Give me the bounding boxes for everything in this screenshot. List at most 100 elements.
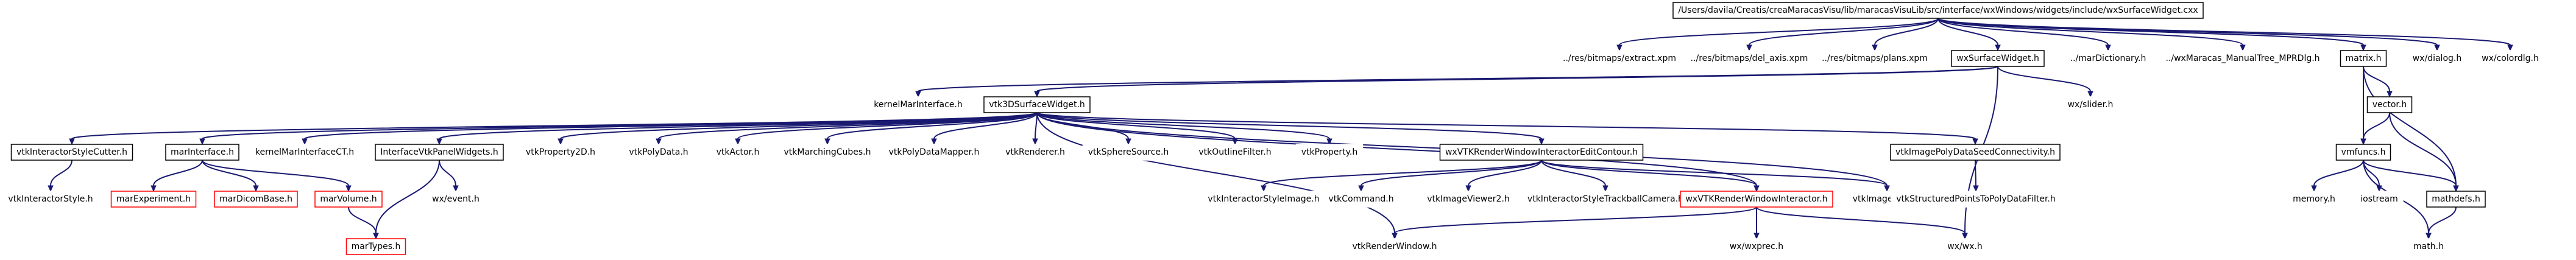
edge-wxVTKRWIEditContour-to-vtkImageData bbox=[1541, 160, 1888, 186]
node-label-marDictionary: ../marDictionary.h bbox=[2070, 54, 2146, 63]
node-box-vtkCommand bbox=[1323, 191, 1399, 208]
edge-vmfuncs-to-memory bbox=[2313, 160, 2364, 186]
node-box-marInterface bbox=[165, 144, 239, 161]
node-label-marTypes: marTypes.h bbox=[352, 242, 401, 251]
node-vtkRenderWindow: vtkRenderWindow.h bbox=[1346, 238, 1443, 255]
node-label-InterfaceVtkPanelWidgets: InterfaceVtkPanelWidgets.h bbox=[380, 147, 498, 157]
node-marInterface[interactable]: marInterface.h bbox=[165, 144, 239, 161]
arrowhead-marInterface-to-marVolume bbox=[345, 185, 352, 192]
node-box-marExperiment bbox=[110, 191, 197, 208]
node-box-wxdialog bbox=[2407, 50, 2468, 67]
arrowhead-vector-to-vmfuncs bbox=[2360, 138, 2366, 146]
arrowhead-wxVTKRWIEditContour-to-vtkImageData bbox=[1884, 185, 1890, 192]
arrowhead-vtk3DSurfaceWidget-to-vtkRenderer bbox=[1032, 138, 1038, 146]
arrowhead-wxVTKRWIEditContour-to-vtkInteractorStyleImage bbox=[1261, 185, 1267, 192]
node-label-wxVTKRWIEditContour: wxVTKRenderWindowInteractorEditContour.h bbox=[1445, 147, 1638, 157]
arrowhead-vtk3DSurfaceWidget-to-wxVTKRWIEditContour bbox=[1538, 138, 1545, 146]
arrowhead-vtk3DSurfaceWidget-to-vtkProperty bbox=[1326, 138, 1332, 146]
node-box-matrix bbox=[2340, 50, 2387, 67]
edge-root-to-del_axis bbox=[1749, 18, 1939, 46]
node-box-root bbox=[1672, 2, 2204, 19]
node-vtkInteractorStyleCutter[interactable]: vtkInteractorStyleCutter.h bbox=[10, 144, 133, 161]
arrowhead-marInterface-to-marExperiment bbox=[150, 185, 157, 192]
node-box-vtkPolyDataMapper bbox=[883, 144, 985, 161]
node-marDictionary: ../marDictionary.h bbox=[2064, 50, 2152, 67]
node-vector[interactable]: vector.h bbox=[2366, 96, 2413, 113]
node-label-vtkPolyDataMapper: vtkPolyDataMapper.h bbox=[889, 147, 980, 157]
node-marVolume[interactable]: marVolume.h bbox=[314, 191, 383, 208]
node-label-marVolume: marVolume.h bbox=[320, 194, 377, 204]
node-marExperiment[interactable]: marExperiment.h bbox=[110, 191, 197, 208]
node-vtkImagePolyDataSeed[interactable]: vtkImagePolyDataSeedConnectivity.h bbox=[1890, 144, 2061, 161]
node-box-kernelMarInterfaceCT bbox=[249, 144, 360, 161]
node-marTypes[interactable]: marTypes.h bbox=[345, 238, 406, 255]
node-iostream: iostream bbox=[2355, 191, 2404, 208]
edge-vtk3DSurfaceWidget-to-vtkRenderer bbox=[1035, 112, 1038, 139]
arrowhead-wxVTKRWI-to-wxwx bbox=[1962, 233, 1968, 240]
node-box-vtkMarchingCubes bbox=[778, 144, 877, 161]
arrowhead-marInterface-to-marDicomBase bbox=[253, 185, 259, 192]
edge-vtk3DSurfaceWidget-to-vtkRenderWindow bbox=[1036, 112, 1395, 234]
node-label-marExperiment: marExperiment.h bbox=[116, 194, 191, 204]
node-label-kernelMarInterface: kernelMarInterface.h bbox=[874, 100, 963, 110]
arrowhead-vtk3DSurfaceWidget-to-marInterface bbox=[199, 138, 205, 146]
edge-wxVTKRWIEditContour-to-vtkInteractorStyleImage bbox=[1263, 160, 1542, 186]
edge-root-to-matrix bbox=[1937, 18, 2364, 46]
node-label-vtkInteractorStyleImage: vtkInteractorStyleImage.h bbox=[1208, 194, 1319, 204]
node-label-vtkImageViewer2: vtkImageViewer2.h bbox=[1427, 194, 1510, 204]
edge-vtk3DSurfaceWidget-to-wxVTKRWI bbox=[1036, 112, 1757, 186]
edge-wxVTKRWIEditContour-to-wxVTKRWI bbox=[1541, 160, 1757, 186]
node-label-wxdialog: wx/dialog.h bbox=[2413, 54, 2461, 63]
node-wxVTKRWIEditContour[interactable]: wxVTKRenderWindowInteractorEditContour.h bbox=[1439, 144, 1644, 161]
node-matrix[interactable]: matrix.h bbox=[2340, 50, 2387, 67]
node-box-wxVTKRWIEditContour bbox=[1439, 144, 1644, 161]
node-box-vtkImagePolyDataSeed bbox=[1890, 144, 2061, 161]
node-vtkProperty: vtkProperty.h bbox=[1295, 144, 1364, 161]
arrowhead-root-to-plans bbox=[1872, 44, 1878, 52]
arrowhead-root-to-manualTree bbox=[2240, 44, 2246, 52]
node-marDicomBase[interactable]: marDicomBase.h bbox=[214, 191, 298, 208]
edge-vtk3DSurfaceWidget-to-vtkImagePolyDataSeed bbox=[1036, 112, 1976, 139]
node-wxSurfaceWidget[interactable]: wxSurfaceWidget.h bbox=[1951, 50, 2045, 67]
node-vtk3DSurfaceWidget[interactable]: vtk3DSurfaceWidget.h bbox=[983, 96, 1091, 113]
arrowhead-root-to-del_axis bbox=[1746, 44, 1752, 52]
node-box-marTypes bbox=[345, 238, 406, 255]
node-memory: memory.h bbox=[2287, 191, 2341, 208]
arrowhead-wxVTKRWIEditContour-to-vtkCommand bbox=[1358, 185, 1364, 192]
node-label-vtk3DSurfaceWidget: vtk3DSurfaceWidget.h bbox=[989, 100, 1085, 110]
arrowhead-root-to-matrix bbox=[2360, 44, 2366, 52]
node-box-wxVTKRWI bbox=[1680, 191, 1833, 208]
node-wxVTKRWI[interactable]: wxVTKRenderWindowInteractor.h bbox=[1680, 191, 1833, 208]
arrowhead-wxVTKRWI-to-wxwxprec bbox=[1753, 233, 1760, 240]
node-label-kernelMarInterfaceCT: kernelMarInterfaceCT.h bbox=[255, 147, 354, 157]
node-label-plans: ../res/bitmaps/plans.xpm bbox=[1822, 54, 1928, 63]
arrowhead-vtkInteractorStyleCutter-to-vtkInteractorStyle bbox=[48, 185, 54, 192]
node-label-wxcolordlg: wx/colordlg.h bbox=[2482, 54, 2539, 63]
node-label-memory: memory.h bbox=[2293, 194, 2335, 204]
node-root[interactable]: /Users/davila/Creatis/creaMaracasVisu/li… bbox=[1672, 2, 2204, 19]
node-box-vtkInteractorStyleCutter bbox=[10, 144, 133, 161]
node-label-wxSurfaceWidget: wxSurfaceWidget.h bbox=[1956, 54, 2039, 63]
edge-root-to-wxSurfaceWidget bbox=[1937, 18, 1998, 46]
edges-layer bbox=[48, 18, 2513, 240]
node-box-vmfuncs bbox=[2335, 144, 2391, 161]
node-mathdefs[interactable]: mathdefs.h bbox=[2426, 191, 2486, 208]
edge-matrix-to-mathdefs bbox=[2363, 66, 2457, 186]
edge-mathdefs-to-math bbox=[2428, 206, 2457, 234]
edge-root-to-manualTree bbox=[1937, 18, 2243, 46]
node-vmfuncs[interactable]: vmfuncs.h bbox=[2335, 144, 2391, 161]
edge-root-to-wxcolordlg bbox=[1937, 18, 2511, 46]
arrowhead-vtk3DSurfaceWidget-to-vtkSphereSource bbox=[1125, 138, 1131, 146]
node-label-vtkISTrackballCamera: vtkInteractorStyleTrackballCamera.h bbox=[1527, 194, 1683, 204]
arrowhead-root-to-wxSurfaceWidget bbox=[1995, 44, 2001, 52]
node-label-vtkImagePolyDataSeed: vtkImagePolyDataSeedConnectivity.h bbox=[1895, 147, 2055, 157]
node-label-math: math.h bbox=[2413, 242, 2444, 251]
node-InterfaceVtkPanelWidgets[interactable]: InterfaceVtkPanelWidgets.h bbox=[375, 144, 504, 161]
node-box-marVolume bbox=[314, 191, 383, 208]
edge-vtkInteractorStyleCutter-to-vtkInteractorStyle bbox=[50, 160, 73, 186]
node-label-wxevent: wx/event.h bbox=[432, 194, 479, 204]
node-box-memory bbox=[2287, 191, 2341, 208]
node-label-vtkCommand: vtkCommand.h bbox=[1328, 194, 1393, 204]
node-box-extract bbox=[1557, 50, 1682, 67]
node-box-marDictionary bbox=[2064, 50, 2152, 67]
